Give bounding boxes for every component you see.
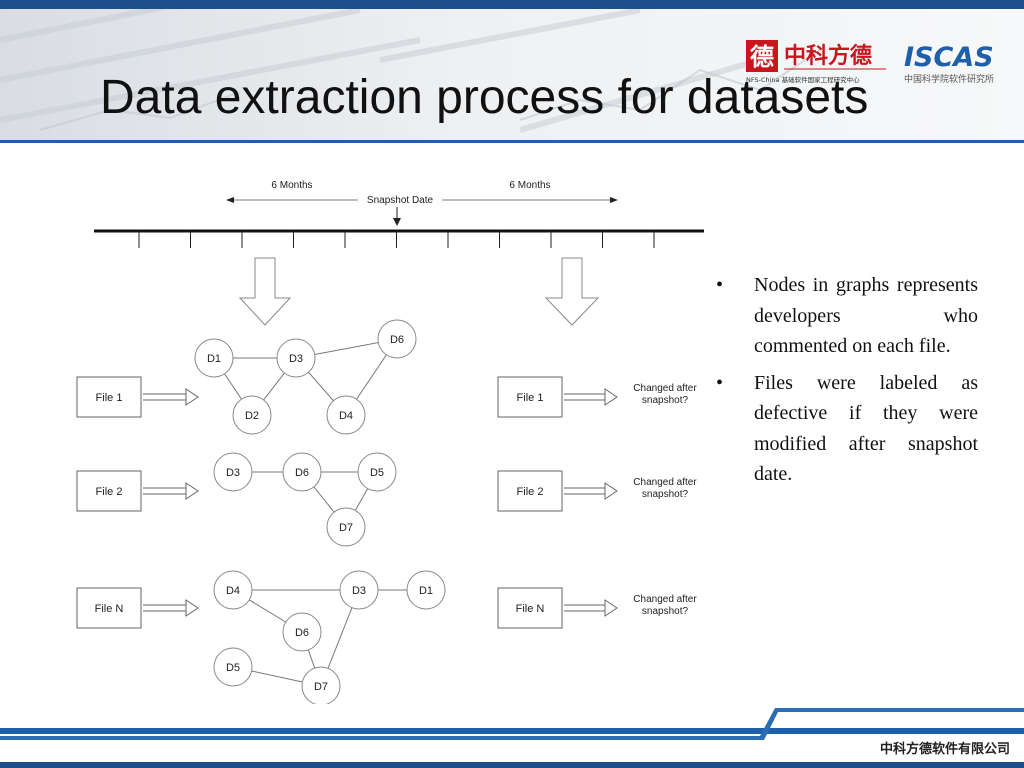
changed-after-snapshot-label: snapshot? xyxy=(642,606,689,617)
developer-node-label: D5 xyxy=(226,662,240,674)
nfs-logo-mark xyxy=(746,40,778,72)
timeline: 6 Months 6 Months Snapshot Date xyxy=(94,180,704,248)
file-to-question-arrowhead xyxy=(604,482,618,500)
file-to-graph-arrowhead xyxy=(185,599,199,617)
changed-after-snapshot-label: Changed after xyxy=(633,477,697,488)
file-to-question-arrow-shaft xyxy=(564,393,607,401)
developer-node-label: D7 xyxy=(339,522,353,534)
developer-node xyxy=(282,612,322,652)
bullet-icon: • xyxy=(716,371,724,394)
developer-node xyxy=(213,452,253,492)
timeline-snapshot-label: Snapshot Date xyxy=(367,195,434,206)
right-span-arrowhead xyxy=(610,197,618,203)
developer-node-label: D1 xyxy=(419,585,433,597)
left-span-arrowhead xyxy=(226,197,234,203)
bullet-item: • Nodes in graphs represents developers w… xyxy=(714,270,978,362)
footer-decoration xyxy=(0,708,1024,768)
developer-node xyxy=(326,395,366,435)
iscas-logo-subtitle: 中国科学院软件研究所 xyxy=(904,73,994,85)
bullet-text: Files were labeled as defective if they … xyxy=(754,371,978,486)
nfs-logo-subtitle: NFS-China 基础软件国家工程研究中心 xyxy=(746,75,860,84)
file-to-question-arrowhead xyxy=(604,599,618,617)
developer-node-label: D6 xyxy=(295,627,309,639)
file-label-right: File N xyxy=(516,603,545,615)
developer-node xyxy=(194,338,234,378)
header-rule xyxy=(0,140,1024,143)
developer-node xyxy=(339,570,379,610)
header-background xyxy=(0,0,1024,142)
file-box-right xyxy=(497,470,563,512)
changed-after-snapshot-label: Changed after xyxy=(633,594,697,605)
timeline-left-span-label: 6 Months xyxy=(271,180,312,191)
iscas-logo-name: ISCAS xyxy=(904,42,994,73)
bullet-icon: • xyxy=(716,274,724,296)
bullet-item: • Files were labeled as defective if they… xyxy=(714,368,978,490)
developer-node-label: D6 xyxy=(390,334,404,346)
file-to-graph-arrow-shaft xyxy=(143,487,188,495)
developer-node xyxy=(213,647,253,687)
file-label-right: File 2 xyxy=(517,486,544,498)
developer-node xyxy=(406,570,446,610)
file-label-left: File 1 xyxy=(96,392,123,404)
developer-node xyxy=(213,570,253,610)
file-to-question-arrow-shaft xyxy=(564,487,607,495)
file-box-left xyxy=(76,376,142,418)
developer-node-label: D4 xyxy=(339,410,353,422)
developer-node-label: D4 xyxy=(226,585,240,597)
logos: 德 中科方德 NFS-China 基础软件国家工程研究中心 ISCAS 中国科学… xyxy=(746,40,994,85)
developer-node xyxy=(282,452,322,492)
developer-node-label: D7 xyxy=(314,681,328,693)
developer-node xyxy=(301,666,341,704)
changed-after-snapshot-label: snapshot? xyxy=(642,489,689,500)
file-label-left: File N xyxy=(95,603,124,615)
bullet-list: • Nodes in graphs represents developers w… xyxy=(714,270,978,496)
developer-node-label: D1 xyxy=(207,353,221,365)
developer-node-label: D5 xyxy=(370,467,384,479)
top-accent-bar xyxy=(0,0,1024,9)
right-down-arrow xyxy=(544,257,600,326)
file-box-right xyxy=(497,587,563,629)
file-to-graph-arrow-shaft xyxy=(143,393,188,401)
developer-node-label: D3 xyxy=(289,353,303,365)
timeline-right-span-label: 6 Months xyxy=(509,180,550,191)
nfs-logo-char: 德 xyxy=(750,43,774,71)
footer-company-name: 中科方德软件有限公司 xyxy=(879,742,1010,757)
nfs-logo-name: 中科方德 xyxy=(784,43,872,69)
file-to-question-arrowhead xyxy=(604,388,618,406)
developer-node xyxy=(357,452,397,492)
changed-after-snapshot-label: Changed after xyxy=(633,383,697,394)
developer-node-label: D3 xyxy=(352,585,366,597)
developer-node xyxy=(326,507,366,547)
file-label-right: File 1 xyxy=(517,392,544,404)
developer-node-label: D2 xyxy=(245,410,259,422)
file-box-left xyxy=(76,470,142,512)
slide-title: Data extraction process for datasets xyxy=(100,71,869,124)
developer-node xyxy=(276,338,316,378)
developer-node xyxy=(232,395,272,435)
developer-node xyxy=(377,319,417,359)
file-label-left: File 2 xyxy=(96,486,123,498)
bullet-text: Nodes in graphs represents developers wh… xyxy=(754,274,978,357)
file-to-graph-arrowhead xyxy=(185,482,199,500)
developer-node-label: D6 xyxy=(295,467,309,479)
file-box-right xyxy=(497,376,563,418)
file-to-graph-arrow-shaft xyxy=(143,604,188,612)
developer-node-label: D3 xyxy=(226,467,240,479)
timeline-ticks xyxy=(138,231,655,248)
file-box-left xyxy=(76,587,142,629)
snapshot-pointer-arrowhead xyxy=(393,218,401,226)
changed-after-snapshot-label: snapshot? xyxy=(642,395,689,406)
file-to-question-arrow-shaft xyxy=(564,604,607,612)
file-to-graph-arrowhead xyxy=(185,388,199,406)
left-down-arrow xyxy=(238,257,292,326)
